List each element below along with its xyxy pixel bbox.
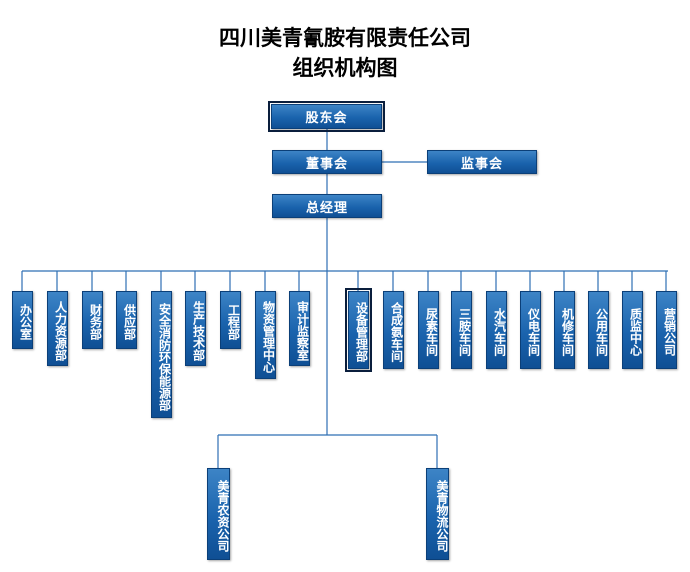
node-department[interactable]: 审计监察室	[288, 291, 310, 366]
node-workshop[interactable]: 机修车间	[553, 291, 575, 369]
node-workshop[interactable]: 营销公司	[655, 291, 677, 369]
node-department[interactable]: 工程部	[219, 291, 241, 349]
chart-title-line2: 组织机构图	[292, 55, 398, 80]
node-board[interactable]: 董事会	[272, 150, 382, 174]
node-shareholders[interactable]: 股东会	[268, 101, 385, 132]
node-workshop[interactable]: 尿素车间	[417, 291, 439, 369]
node-general-manager[interactable]: 总经理	[272, 194, 382, 218]
node-department[interactable]: 办公室	[11, 291, 33, 349]
chart-title-line1: 四川美青氰胺有限责任公司	[219, 25, 471, 50]
node-department[interactable]: 人力资源部	[46, 291, 68, 366]
node-department[interactable]: 安全消防环保能源部	[150, 291, 172, 418]
node-workshop[interactable]: 水汽车间	[485, 291, 507, 369]
node-department[interactable]: 供应部	[115, 291, 137, 349]
node-workshop[interactable]: 三胺车间	[450, 291, 472, 369]
node-workshop[interactable]: 合成氨车间	[382, 291, 404, 369]
node-workshop[interactable]: 公用车间	[587, 291, 609, 369]
node-workshop[interactable]: 仪电车间	[519, 291, 541, 369]
node-subsidiary[interactable]: 美青物流公司	[426, 468, 449, 560]
node-department[interactable]: 物资管理中心	[254, 291, 276, 379]
node-workshop[interactable]: 质监中心	[621, 291, 643, 369]
node-department[interactable]: 生产技术部	[184, 291, 206, 366]
node-workshop[interactable]: 设备管理部	[344, 288, 372, 372]
node-subsidiary[interactable]: 美青农资公司	[207, 468, 230, 560]
node-supervisors[interactable]: 监事会	[427, 150, 537, 174]
node-department[interactable]: 财务部	[81, 291, 103, 349]
